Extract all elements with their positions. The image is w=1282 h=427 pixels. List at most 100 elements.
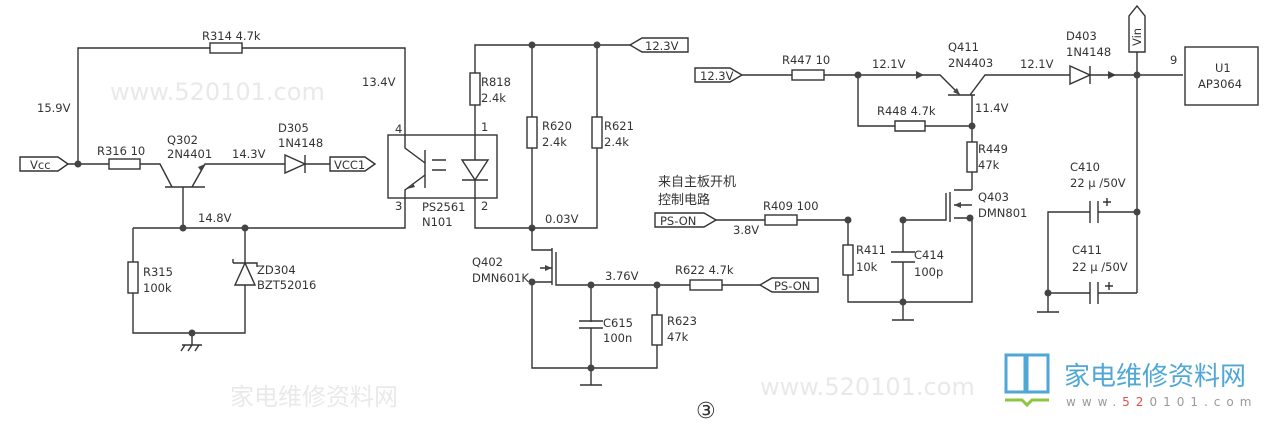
c411-ref: C411 — [1072, 243, 1102, 257]
ic-u1 — [1184, 46, 1259, 106]
diode-d305 — [284, 153, 307, 175]
voltage-14-8: 14.8V — [198, 211, 232, 225]
vcc1-net-tag — [329, 156, 377, 172]
c410-value: 22 μ /50V — [1070, 176, 1126, 190]
vin-supply-section: 12.3V R447 10 12.1V Q411 2N4403 11.4V 12… — [654, 4, 1259, 321]
r449-value: 47k — [978, 158, 1000, 172]
q411-ref: Q411 — [948, 40, 979, 54]
c410-ref: C410 — [1070, 160, 1100, 174]
net-tag-12-3v-input — [694, 67, 744, 83]
opto-sub: N101 — [422, 215, 453, 229]
resistor-r409 — [764, 214, 798, 226]
voltage-12-1-a: 12.1V — [872, 57, 906, 71]
logo-url: www.520101.com — [1066, 395, 1257, 409]
u1-ref: U1 — [1215, 61, 1231, 75]
resistor-r818 — [469, 72, 481, 106]
c414-value: 100p — [914, 265, 943, 279]
vcc1-label: VCC1 — [334, 158, 365, 172]
voltage-0-03: 0.03V — [545, 212, 579, 226]
vin-net-tag — [1128, 4, 1146, 53]
voltage-3-8: 3.8V — [733, 223, 759, 237]
ps-on-switch-section: 12.3V R818 2.4k R620 2.4k R621 2.4k 0.03… — [469, 37, 819, 386]
r411-value: 10k — [856, 260, 878, 274]
capacitor-c414 — [891, 251, 915, 263]
q402-part: DMN601K — [472, 271, 529, 285]
opto-pin3: 3 — [395, 199, 402, 213]
ps-on-input-label: PS-ON — [660, 214, 696, 228]
q403-part: DMN801 — [978, 206, 1027, 220]
zener-zd304 — [233, 261, 257, 286]
r623-ref: R623 — [667, 314, 697, 328]
q402-ref: Q402 — [472, 255, 503, 269]
voltage-14-3: 14.3V — [232, 147, 266, 161]
ps-on-net-tag — [758, 277, 819, 293]
r818-ref: R818 — [481, 75, 511, 89]
resistor-r447 — [791, 69, 825, 81]
ground-icon — [180, 344, 202, 352]
opto-ref: PS2561 — [422, 200, 466, 214]
resistor-r449 — [966, 141, 978, 173]
opto-pin2: 2 — [481, 199, 488, 213]
ground-icon — [892, 318, 914, 321]
vcc-label: Vcc — [30, 158, 51, 172]
vin-label: Vin — [1130, 28, 1144, 46]
ps-on-input-net-tag — [654, 212, 718, 228]
q411-part: 2N4403 — [948, 56, 993, 70]
site-logo: 家电维修资料网 www.520101.com — [1004, 353, 1257, 409]
q302-part: 2N4401 — [167, 147, 212, 161]
voltage-3-76: 3.76V — [605, 269, 639, 283]
vcc-net-tag — [19, 156, 70, 172]
r623-value: 47k — [667, 330, 689, 344]
resistor-r622 — [689, 279, 723, 291]
opto-pin1: 1 — [481, 120, 488, 134]
capacitor-c615 — [579, 320, 603, 329]
r315-value: 100k — [143, 281, 172, 295]
ground-icon — [580, 382, 602, 386]
resistor-r623 — [651, 314, 663, 346]
annotation-line2: 控制电路 — [658, 192, 710, 208]
r316-label: R316 10 — [97, 144, 145, 158]
d305-part: 1N4148 — [278, 136, 323, 150]
r449-ref: R449 — [978, 142, 1008, 156]
c615-value: 100n — [603, 331, 632, 345]
r818-value: 2.4k — [481, 91, 506, 105]
resistor-r411 — [842, 244, 854, 276]
r447-label: R447 10 — [782, 53, 830, 67]
r621-ref: R621 — [604, 119, 634, 133]
r315-ref: R315 — [143, 265, 173, 279]
net-tag-12-3v — [628, 37, 689, 53]
watermark: 家电维修资料网 www.520101.com www.520101.com — [110, 78, 975, 411]
r620-ref: R620 — [542, 119, 572, 133]
opto-pin4: 4 — [395, 122, 402, 136]
optocoupler: 4 3 1 2 PS2561 N101 — [387, 120, 498, 229]
voltage-11-4: 11.4V — [975, 101, 1009, 115]
r622-label: R622 4.7k — [675, 263, 734, 277]
ps-on-label: PS-ON — [774, 279, 810, 293]
resistor-r448 — [894, 120, 926, 132]
book-icon — [1004, 353, 1050, 394]
r409-label: R409 100 — [763, 199, 819, 213]
r448-label: R448 4.7k — [877, 104, 936, 118]
figure-number: ③ — [696, 399, 716, 424]
resistor-r621 — [591, 116, 603, 149]
c615-ref: C615 — [603, 316, 633, 330]
zd304-part: BZT52016 — [257, 278, 316, 292]
watermark-text: 家电维修资料网 — [230, 383, 398, 411]
r620-value: 2.4k — [542, 135, 567, 149]
r314-label: R314 4.7k — [202, 29, 261, 43]
q403-ref: Q403 — [978, 190, 1009, 204]
r621-value: 2.4k — [604, 135, 629, 149]
annotation-line1: 来自主板开机 — [658, 175, 736, 190]
resistor-r314 — [209, 42, 243, 54]
diode-d403 — [1069, 64, 1092, 86]
d403-part: 1N4148 — [1066, 45, 1111, 59]
u1-pin9: 9 — [1170, 53, 1177, 67]
resistor-r620 — [526, 116, 538, 149]
u1-part: AP3064 — [1198, 77, 1242, 91]
q302-ref: Q302 — [167, 133, 198, 147]
net-12-3v-input-label: 12.3V — [700, 69, 734, 83]
d305-ref: D305 — [278, 121, 309, 135]
voltage-12-1-b: 12.1V — [1020, 57, 1054, 71]
net-12-3v-label: 12.3V — [645, 39, 679, 53]
d403-ref: D403 — [1066, 29, 1097, 43]
